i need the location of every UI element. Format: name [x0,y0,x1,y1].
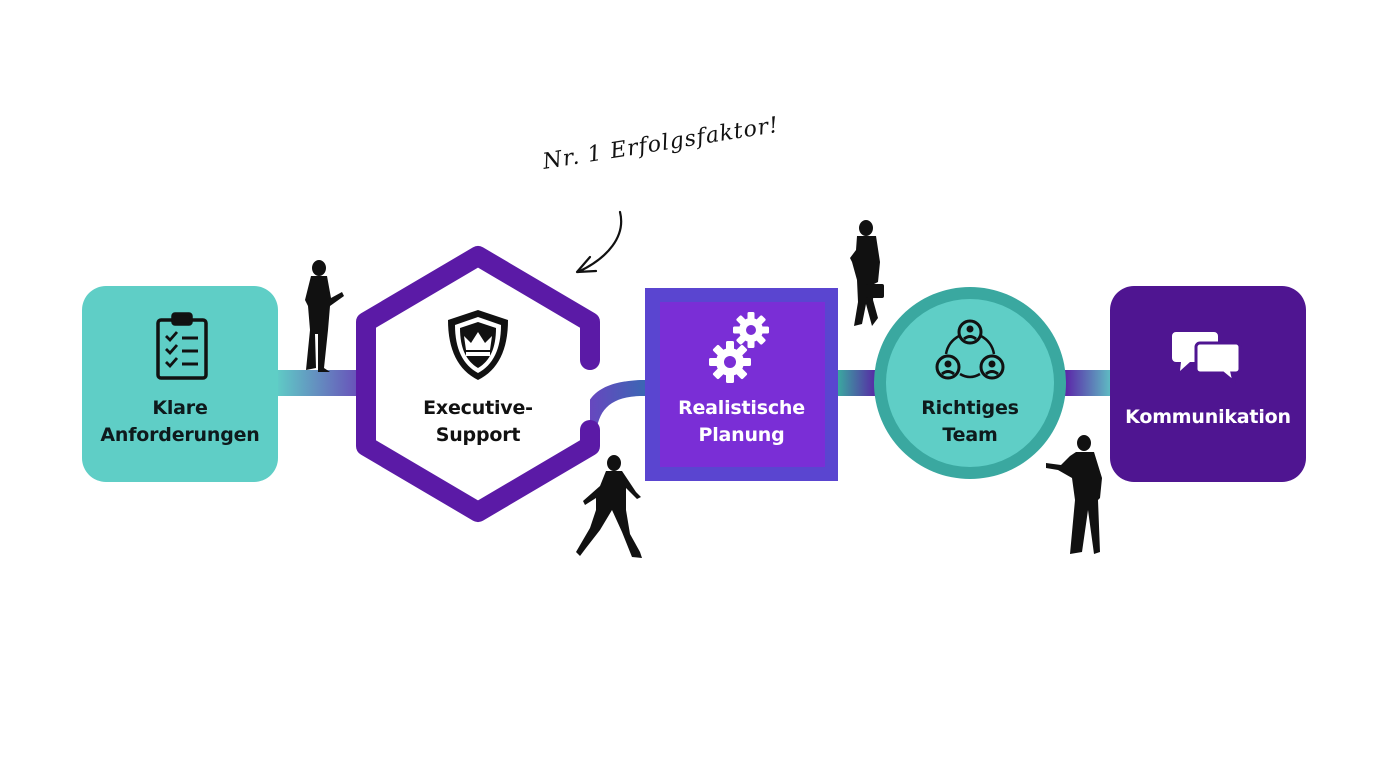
step-label-kommunikation: Kommunikation [1110,404,1306,431]
businesswoman-phone-silhouette [305,260,344,372]
connector-2 [580,380,662,435]
step-label-line-1: Richtiges [921,397,1019,419]
connector-4 [1062,370,1116,396]
step-label-line-1: Executive- [423,397,533,419]
step-label-realistische-planung: Realistische Planung [645,395,838,449]
step-executive-support [356,246,600,522]
annotation-arrowhead [575,255,598,274]
businessman-briefcase-silhouette [850,220,884,326]
step-label-line-2: Anforderungen [100,424,260,446]
connector-1 [275,370,370,396]
connector-3 [838,370,880,396]
speech-bubbles-icon [1172,332,1242,386]
crown-shield-icon [448,310,508,380]
clipboard-checklist-icon [156,312,208,380]
annotation-arrow [576,210,623,274]
businesswoman-walking-silhouette [576,455,642,558]
step-klare-anforderungen [82,286,278,482]
step-label-line-2: Planung [698,424,785,446]
step-label-line-1: Kommunikation [1125,406,1291,428]
step-label-line-1: Klare [152,397,208,419]
step-label-line-2: Team [942,424,998,446]
step-label-richtiges-team: Richtiges Team [874,395,1066,449]
step-kommunikation [1110,286,1306,482]
step-label-line-2: Support [435,424,521,446]
gears-icon [709,312,769,383]
step-label-klare-anforderungen: Klare Anforderungen [82,395,278,449]
step-label-executive-support: Executive- Support [380,395,576,449]
step-richtiges-team-inner [886,299,1054,467]
team-cycle-icon [935,319,1005,380]
businessman-presenting-silhouette [1046,435,1102,554]
step-label-line-1: Realistische [678,397,805,419]
